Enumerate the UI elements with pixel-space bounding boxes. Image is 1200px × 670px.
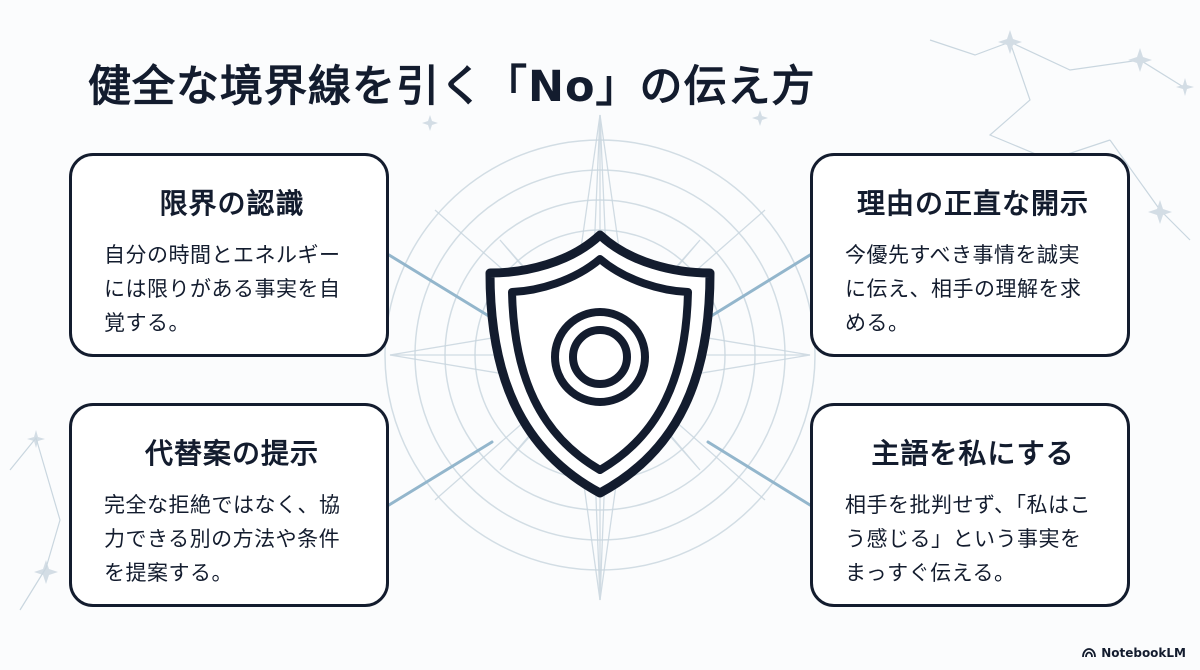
card-body: 今優先すべき事情を誠実に伝え、相手の理解を求める。 [845, 243, 1082, 335]
constellation-bottom-left [9, 436, 61, 611]
card-heading: 限界の認識 [159, 187, 305, 220]
card-heading: 主語を私にする [871, 437, 1075, 470]
card-body: 自分の時間とエネルギーには限りがある事実を自覚する。 [104, 243, 341, 335]
brand-watermark: NotebookLM [1082, 646, 1186, 660]
card-alternative: 代替案の提示 完全な拒絶ではなく、協力できる別の方法や条件を提案する。 [69, 403, 389, 607]
card-heading: 理由の正直な開示 [856, 187, 1089, 220]
card-heading: 代替案の提示 [144, 437, 319, 470]
shield-icon [485, 230, 715, 498]
brand-label: NotebookLM [1101, 646, 1186, 660]
card-recognize-limits: 限界の認識 自分の時間とエネルギーには限りがある事実を自覚する。 [69, 153, 389, 357]
notebooklm-logo-icon [1082, 648, 1097, 658]
card-body: 完全な拒絶ではなく、協力できる別の方法や条件を提案する。 [104, 493, 341, 585]
page-title: 健全な境界線を引く「No」の伝え方 [88, 62, 816, 112]
connector-lines [387, 253, 812, 507]
card-i-statement: 主語を私にする 相手を批判せず、「私はこう感じる」という事実をまっすぐ伝える。 [810, 403, 1130, 607]
card-body: 相手を批判せず、「私はこう感じる」という事実をまっすぐ伝える。 [845, 493, 1092, 585]
card-honest-reason: 理由の正直な開示 今優先すべき事情を誠実に伝え、相手の理解を求める。 [810, 153, 1130, 357]
